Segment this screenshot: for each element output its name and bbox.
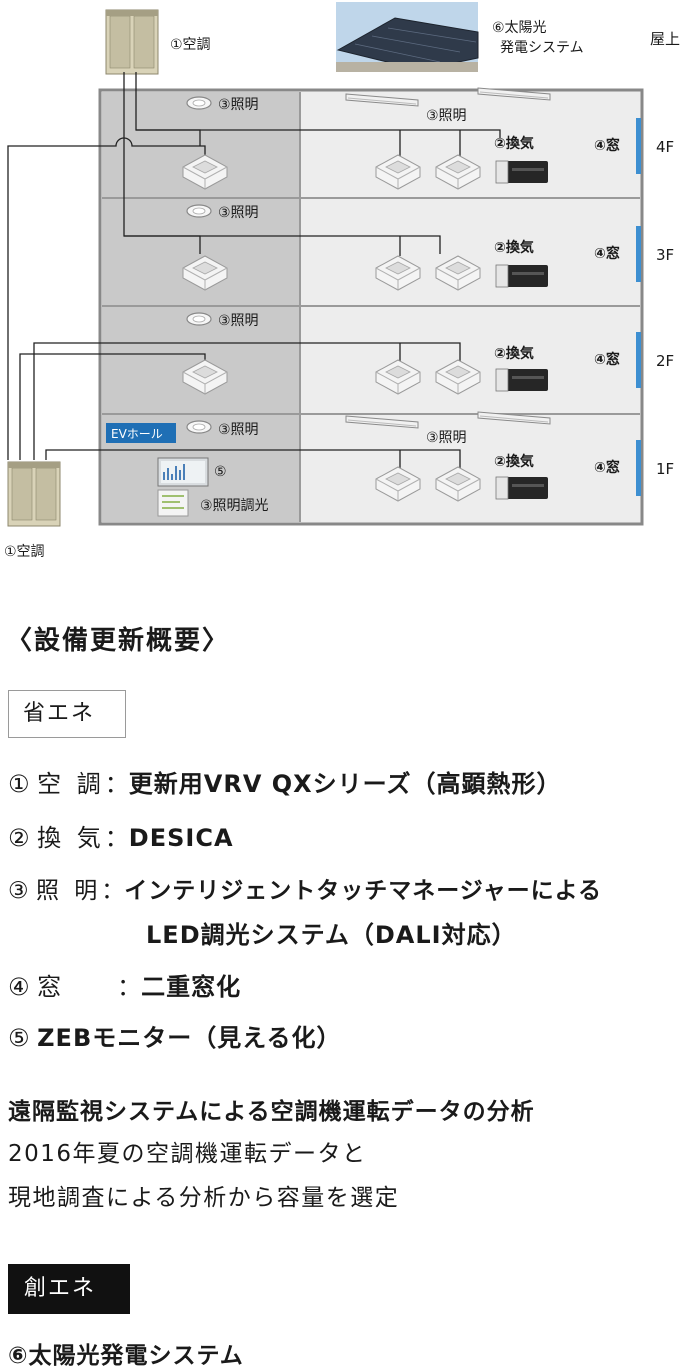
- ev-hall-tag: [106, 423, 176, 443]
- item-lighting: ③ 照 明：インテリジェントタッチマネージャーによる: [8, 878, 602, 904]
- remote-line-2: 現地調査による分析から容量を選定: [8, 1185, 400, 1211]
- ground-ac-unit: [7, 461, 61, 527]
- floor-3f-devices: ③照明 ②換気 ④窓 3F: [182, 204, 674, 291]
- svg-text:④窓: ④窓: [594, 459, 620, 476]
- svg-text:③照明: ③照明: [426, 430, 467, 446]
- energy-creation-tag: 創エネ: [8, 1264, 130, 1314]
- solar-label-2: 発電システム: [500, 40, 584, 56]
- svg-text:③照明: ③照明: [218, 313, 259, 329]
- floor-label-4f: 4F: [656, 138, 674, 156]
- svg-text:EVホール: EVホール: [111, 427, 163, 441]
- svg-text:④窓: ④窓: [594, 137, 620, 154]
- svg-text:④窓: ④窓: [594, 351, 620, 368]
- ac-label-ground: ①空調: [4, 544, 45, 560]
- floor-label-2f: 2F: [656, 352, 674, 370]
- remote-line-1: 2016年夏の空調機運転データと: [8, 1141, 367, 1167]
- floor-4f-devices: ③照明 ③照明 ②換気 ④窓 4F: [182, 87, 674, 190]
- floor-label-1f: 1F: [656, 460, 674, 478]
- svg-text:③照明: ③照明: [218, 205, 259, 221]
- solar-label-1: ⑥太陽光: [492, 20, 547, 36]
- item-lighting-line2: LED調光システム（DALI対応）: [146, 921, 517, 949]
- item-zeb-monitor: ⑤ ZEBモニター（見える化）: [8, 1024, 342, 1052]
- remote-title: 遠隔監視システムによる空調機運転データの分析: [8, 1099, 535, 1125]
- zeb-monitor-image: [157, 457, 209, 487]
- ac-label-roof: ①空調: [170, 37, 211, 53]
- svg-text:③照明: ③照明: [218, 97, 259, 113]
- solar-item: ⑥太陽光発電システム: [8, 1343, 244, 1369]
- svg-text:⑤: ⑤: [214, 464, 227, 480]
- item-window: ④ 窓：二重窓化: [8, 973, 242, 1001]
- dimming-panel-image: [157, 489, 189, 517]
- svg-text:③照明: ③照明: [426, 108, 467, 124]
- floor-2f-devices: ③照明 ②換気 ④窓 2F: [182, 312, 674, 395]
- floor-rooftop: 屋上: [650, 30, 680, 48]
- svg-text:②換気: ②換気: [494, 135, 534, 152]
- summary-heading: 〈設備更新概要〉: [6, 626, 231, 656]
- refrigerant-piping: [7, 72, 501, 470]
- svg-text:②換気: ②換気: [494, 345, 534, 362]
- svg-text:④窓: ④窓: [594, 245, 620, 262]
- floor-label-3f: 3F: [656, 246, 674, 264]
- item-ventilation: ② 換 気：DESICA: [8, 824, 234, 852]
- svg-text:③照明調光: ③照明調光: [200, 498, 269, 514]
- svg-text:②換気: ②換気: [494, 453, 534, 470]
- floor-1f-devices: EVホール ③照明 ③照明 ⑤ ③照明調光 ②換気 ④窓 1F: [106, 411, 674, 517]
- building-diagram: ①空調 ⑥太陽光 発電システム 屋上 ③照明 ③照明: [4, 2, 680, 560]
- svg-text:②換気: ②換気: [494, 239, 534, 256]
- solar-panel-image: [336, 2, 479, 72]
- svg-text:③照明: ③照明: [218, 422, 259, 438]
- item-ac: ① 空 調：更新用VRV QXシリーズ（高顕熱形）: [8, 770, 562, 798]
- rooftop-ac-unit: [105, 9, 159, 75]
- energy-saving-tag: 省エネ: [8, 690, 126, 738]
